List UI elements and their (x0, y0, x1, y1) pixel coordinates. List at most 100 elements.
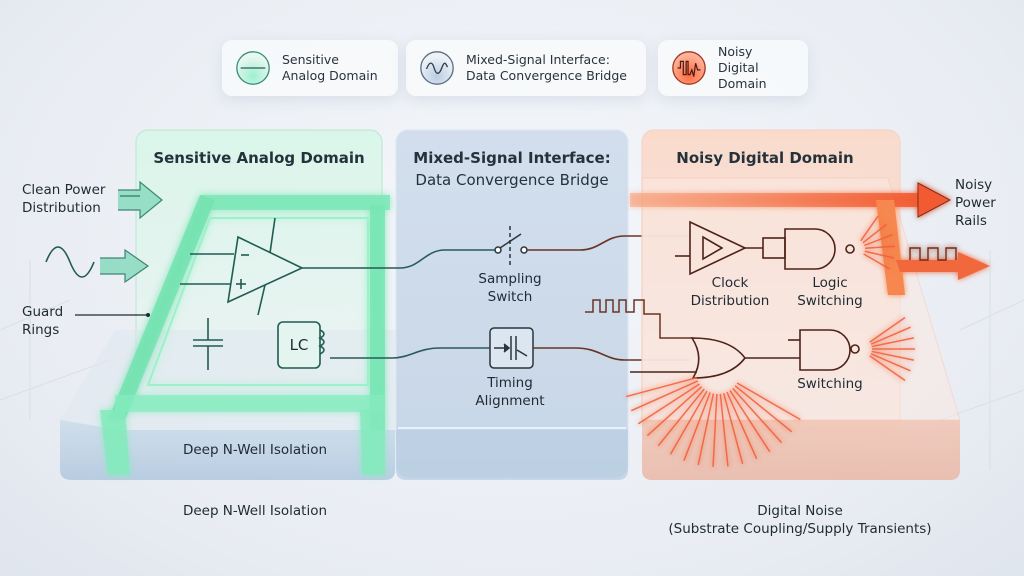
clean-power-arrow (118, 180, 163, 220)
noise-ray (626, 376, 697, 398)
timing-alignment-symbol (489, 327, 534, 369)
noise-ray (637, 383, 700, 425)
noise-ray (870, 353, 911, 372)
noise-pulse-circle-icon (672, 51, 706, 85)
analog-domain-title: Sensitive Analog Domain (153, 149, 365, 167)
timing-line2: Alignment (475, 393, 545, 409)
digital-noise-line2: (Substrate Coupling/Supply Transients) (668, 521, 932, 537)
noise-ray (862, 223, 887, 244)
analog-base-label: Deep N-Well Isolation (182, 442, 328, 458)
clean-power-line2: Distribution (22, 200, 101, 216)
noise-ray (864, 250, 895, 259)
guard-rings-line2: Rings (22, 322, 60, 338)
noise-ray (863, 253, 891, 270)
digital-domain-title: Noisy Digital Domain (676, 149, 854, 167)
noise-ray (869, 355, 906, 382)
noisy-power-rails-label: Noisy Power Rails (955, 176, 996, 230)
legend-interface-line2: Data Convergence Bridge (466, 68, 627, 83)
timing-alignment-label: Timing Alignment (460, 374, 560, 410)
noise-ray (736, 382, 801, 421)
noise-ray (719, 393, 729, 467)
clean-power-label: Clean Power Distribution (22, 181, 105, 217)
noise-ray (871, 337, 915, 348)
legend-digital-line2: Domain (718, 76, 767, 91)
sine-wave-circle-icon (420, 51, 454, 85)
flat-line-circle-icon (236, 51, 270, 85)
analog-caption: Deep N-Well Isolation (182, 503, 328, 519)
noise-ray (646, 386, 703, 437)
noise-ray (726, 391, 758, 460)
legend-analog-line2: Analog Domain (282, 68, 378, 83)
noise-ray (734, 385, 793, 433)
noise-ray (729, 390, 771, 453)
sampling-wire-in (372, 249, 497, 269)
sampling-switch-label: Sampling Switch (460, 270, 560, 306)
digital-noise-line1: Digital Noise (757, 503, 843, 519)
logic-line1: Logic (812, 275, 848, 291)
legend-interface-text: Mixed-Signal Interface: Data Convergence… (466, 52, 627, 84)
legend-digital-text: Noisy Digital Domain (718, 44, 796, 92)
clean-power-line1: Clean Power (22, 182, 106, 198)
input-arrow (100, 248, 150, 284)
noise-ray (657, 388, 705, 447)
interface-domain-title: Mixed-Signal Interface: Data Convergence… (396, 147, 628, 191)
noisy-power-line3: Rails (955, 213, 987, 229)
analog-platform (45, 129, 400, 480)
timing-line1: Timing (487, 375, 533, 391)
guard-rings-line1: Guard (22, 304, 64, 320)
noise-ray (732, 387, 783, 444)
legend-digital-line1: Noisy Digital (718, 44, 759, 75)
logic-line2: Switching (797, 293, 863, 309)
floor-grid (0, 250, 1024, 470)
digital-noise-caption: Digital Noise (Substrate Coupling/Supply… (630, 502, 970, 538)
guard-rings (100, 195, 390, 475)
clock-distribution-label: Clock Distribution (680, 274, 780, 310)
clock-line1: Clock (711, 275, 749, 291)
capacitor-symbol (193, 318, 223, 370)
interface-platform (330, 129, 690, 480)
timing-wire-in (330, 347, 490, 359)
noise-ray (712, 393, 718, 467)
input-sine-wave (45, 246, 95, 278)
logic-switching-label: Logic Switching (780, 274, 880, 310)
noise-ray (871, 350, 915, 361)
op-amp-symbol (180, 217, 372, 316)
legend-interface: Mixed-Signal Interface: Data Convergence… (406, 40, 646, 96)
noise-ray (864, 233, 893, 247)
clock-pulse-wave (585, 299, 693, 339)
lc-tank-symbol (277, 321, 325, 369)
legend-interface-line1: Mixed-Signal Interface: (466, 52, 610, 67)
sampling-switch-symbol (494, 226, 528, 266)
noisy-power-line2: Power (955, 195, 996, 211)
noise-ray (683, 392, 711, 461)
legend-analog: Sensitive Analog Domain (222, 40, 398, 96)
noise-ray (697, 393, 715, 466)
switching-label: Switching (797, 376, 863, 392)
legend-analog-line1: Sensitive (282, 52, 339, 67)
noisy-power-line1: Noisy (955, 177, 993, 193)
legend-analog-text: Sensitive Analog Domain (282, 52, 378, 84)
logic-nand-gate-top (784, 228, 855, 270)
clock-line2: Distribution (690, 293, 770, 309)
noise-ray (860, 215, 879, 242)
legend-digital: Noisy Digital Domain (658, 40, 808, 96)
noise-ray (870, 326, 911, 345)
or-gate-symbol (630, 337, 800, 379)
noise-ray (630, 380, 699, 412)
noise-rays (626, 215, 915, 467)
lc-text: LC (289, 336, 309, 354)
sampling-wire-out (527, 235, 690, 251)
interface-title-line1: Mixed-Signal Interface: (413, 149, 611, 167)
noisy-power-rails (630, 182, 990, 295)
noise-ray (869, 316, 906, 343)
noise-ray (722, 393, 744, 464)
analog-slab-base (60, 420, 395, 480)
noise-ray (669, 390, 708, 455)
noise-ray (864, 245, 895, 250)
switching-nand-gate (788, 329, 860, 371)
digital-platform (585, 129, 990, 480)
timing-wire-out (533, 347, 690, 361)
sampling-line1: Sampling (478, 271, 542, 287)
